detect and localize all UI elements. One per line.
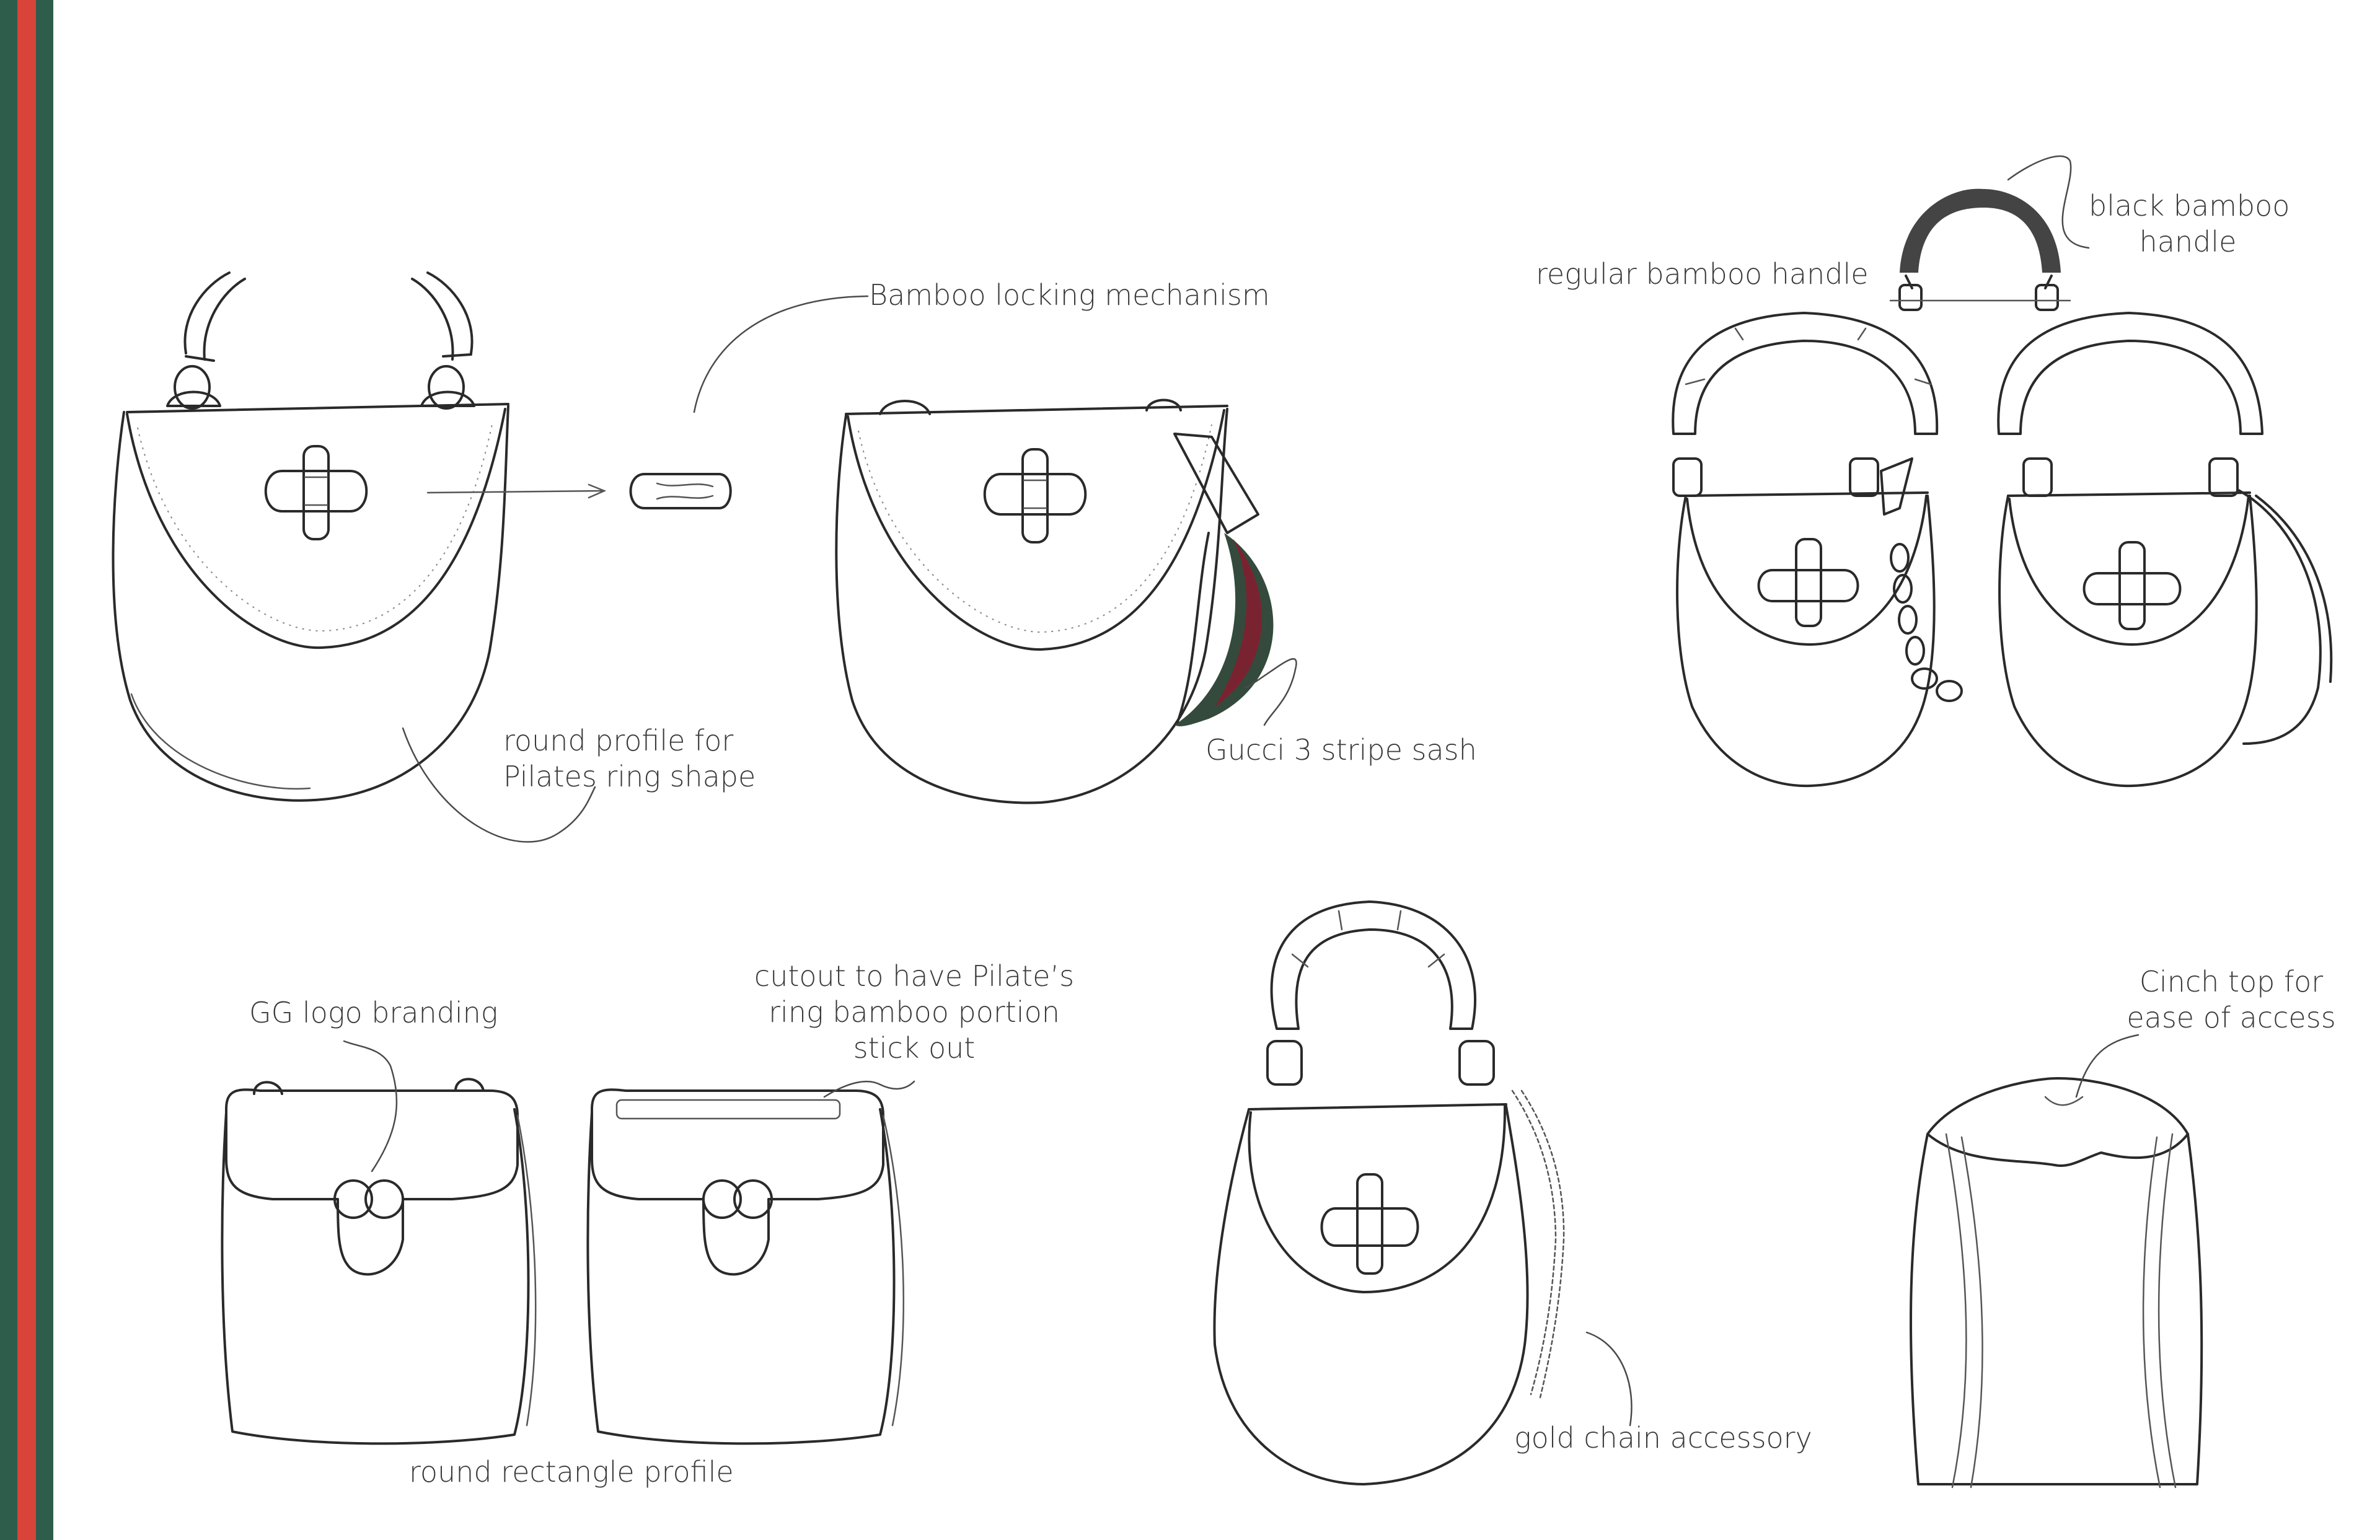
bag-cinch-top [1910, 1034, 2203, 1489]
label-cutout-line2: ring bamboo portion [769, 995, 1060, 1029]
label-regular-bamboo-handle: regular bamboo handle [1536, 257, 1869, 291]
label-cinch-top-line2: ease of access [2127, 1001, 2336, 1034]
black-handle-detail [1889, 155, 2090, 311]
label-bamboo-locking-mechanism: Bamboo locking mechanism [869, 278, 1270, 312]
bag-with-sash [835, 398, 1297, 804]
stripe-red [17, 0, 36, 1540]
label-cutout-line1: cutout to have Pilate’s [754, 959, 1075, 993]
bag-cutout [586, 1080, 915, 1445]
label-round-profile-line2: Pilates ring shape [503, 760, 756, 793]
stripe-green-right [36, 0, 53, 1540]
label-round-rectangle-profile: round rectangle profile [409, 1455, 734, 1489]
bag-gold-chain [1213, 900, 1633, 1485]
bag-with-strap [1997, 312, 2333, 788]
bag-round-profile [112, 271, 509, 802]
label-cutout-line3: stick out [853, 1031, 976, 1065]
bag-gg-logo [221, 1040, 537, 1445]
label-round-profile-line1: round profile for [503, 724, 734, 757]
label-black-handle-line2: handle [2139, 225, 2237, 258]
label-cinch-top-line1: Cinch top for [2139, 965, 2324, 998]
bag-regular-handle-chain [1672, 312, 1963, 788]
bamboo-lock-detail [426, 295, 869, 509]
label-gg-logo-branding: GG logo branding [249, 996, 498, 1029]
label-gold-chain-accessory: gold chain accessory [1514, 1421, 1812, 1454]
label-gucci-sash: Gucci 3 stripe sash [1205, 733, 1477, 767]
round-profile-leader [402, 727, 596, 843]
stripe-green-left [0, 0, 17, 1540]
label-black-handle-line1: black bamboo [2089, 189, 2290, 222]
